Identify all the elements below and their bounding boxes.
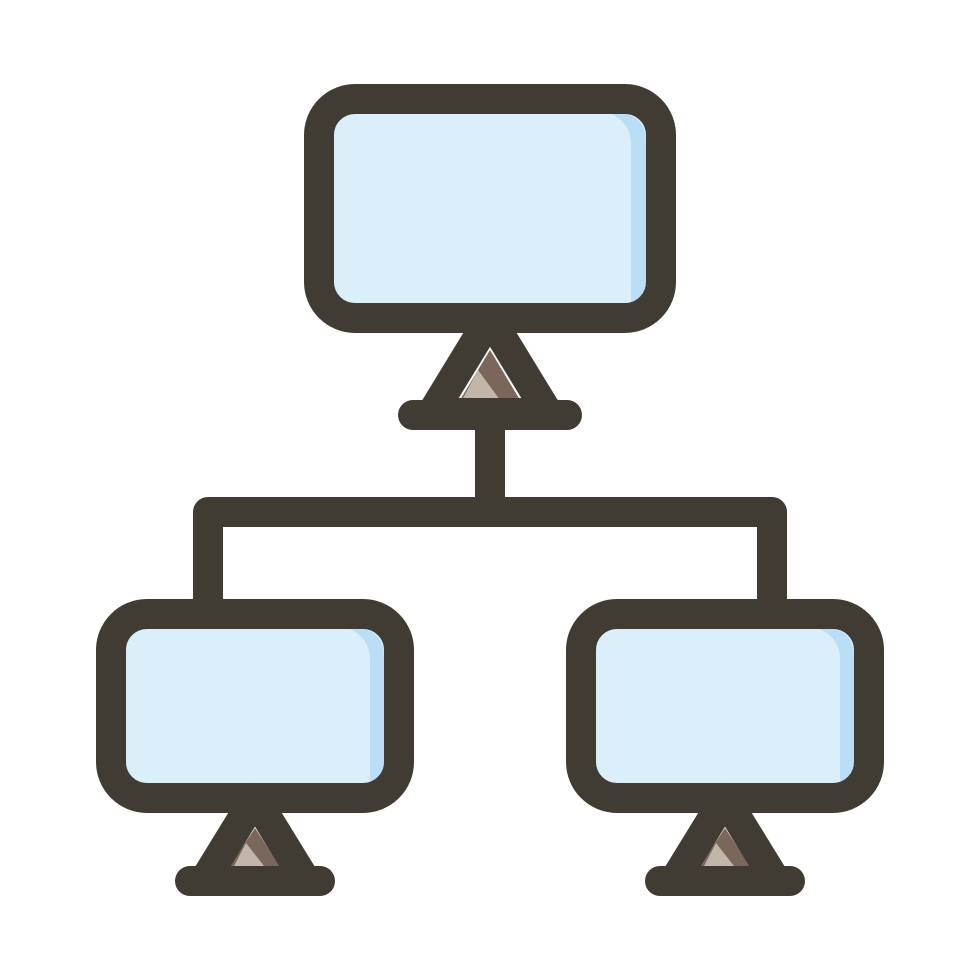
- network-connector: [193, 400, 787, 615]
- monitor-screen: [319, 99, 661, 318]
- stand-highlight: [234, 843, 264, 866]
- server-monitor: [304, 84, 676, 430]
- stand-highlight: [462, 370, 500, 400]
- client-monitor-left: [96, 599, 414, 896]
- screen-shade: [820, 629, 854, 783]
- monitor-screen: [581, 614, 869, 798]
- stand-highlight: [704, 843, 734, 866]
- connector-branch: [193, 497, 787, 615]
- monitor-screen: [111, 614, 399, 798]
- screen-shade: [350, 629, 384, 783]
- client-monitor-right: [566, 599, 884, 896]
- screen-shade: [612, 114, 646, 303]
